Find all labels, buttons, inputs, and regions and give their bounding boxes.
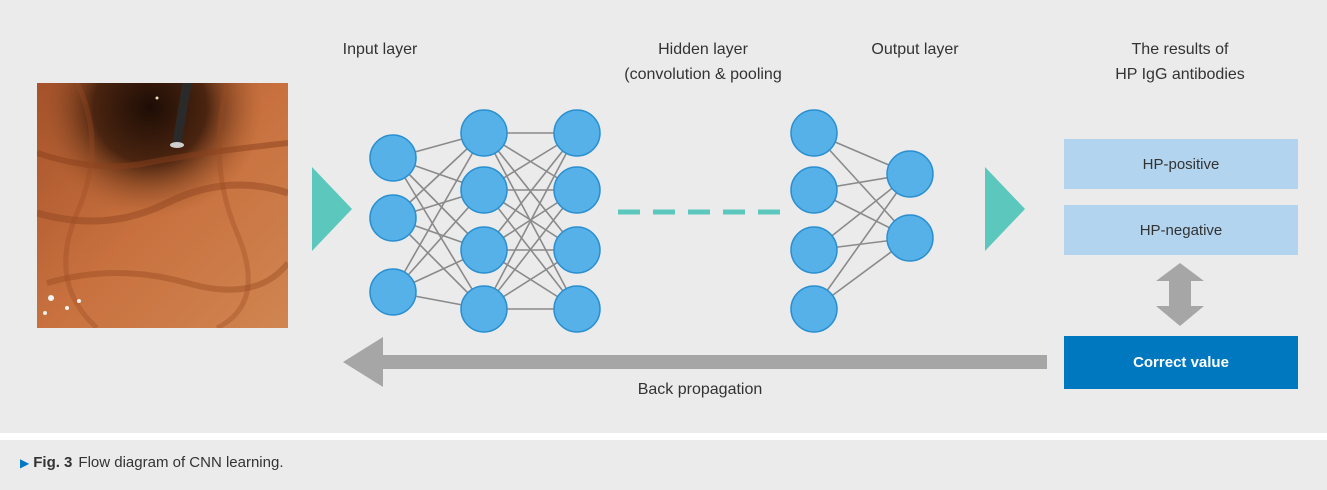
caption-text: Flow diagram of CNN learning. [78,454,284,471]
hp-positive-box: HP-positive [1064,139,1298,189]
caption-bar: ▶Fig. 3 Flow diagram of CNN learning. [0,440,1327,490]
output-layer-label: Output layer [871,41,959,58]
edge-hidden-hidden [483,132,578,310]
hidden-layer-label-line1: Hidden layer [658,41,748,58]
network-diagram [312,109,1204,387]
hidden-layer-label-line2: (convolution & pooling [624,66,782,83]
network-edges [392,132,911,310]
input-layer-label: Input layer [342,41,418,58]
hidden-node [553,166,601,214]
edge-hidden-hidden [483,189,578,310]
output-node [886,150,934,198]
input-node [369,268,417,316]
edge-hidden-output [813,173,911,310]
endoscopy-image [37,83,288,328]
hidden-node [553,285,601,333]
input-node [369,194,417,242]
output-node [886,214,934,262]
input-arrow-icon [312,167,352,251]
hp-negative-box: HP-negative [1064,205,1298,255]
caption-marker-icon: ▶ [20,456,30,470]
output-arrow-icon [985,167,1025,251]
hidden-node [790,226,838,274]
hidden-node [460,226,508,274]
results-label-line1: The results of [1131,41,1229,58]
back-propagation-arrow [343,337,1047,387]
hidden-node [790,109,838,157]
hidden-node [553,226,601,274]
hp-positive-text: HP-positive [1142,155,1220,173]
network-nodes [369,109,934,333]
hidden-node [460,109,508,157]
hidden-node [790,166,838,214]
figure-number: Fig. 3 [33,454,73,471]
edge-hidden-hidden [483,132,578,251]
hidden-node [790,285,838,333]
updown-arrow-icon [1156,263,1204,326]
correct-value-box: Correct value [1064,336,1298,389]
hidden-node [460,166,508,214]
hidden-node [553,109,601,157]
correct-value-text: Correct value [1133,354,1229,371]
input-node [369,134,417,182]
results-label-line2: HP IgG antibodies [1115,66,1245,83]
figure-caption: ▶Fig. 3 Flow diagram of CNN learning. [20,454,283,471]
hp-negative-text: HP-negative [1139,221,1223,239]
edge-input-hidden [392,132,485,293]
hidden-node [460,285,508,333]
back-propagation-label: Back propagation [637,381,763,398]
